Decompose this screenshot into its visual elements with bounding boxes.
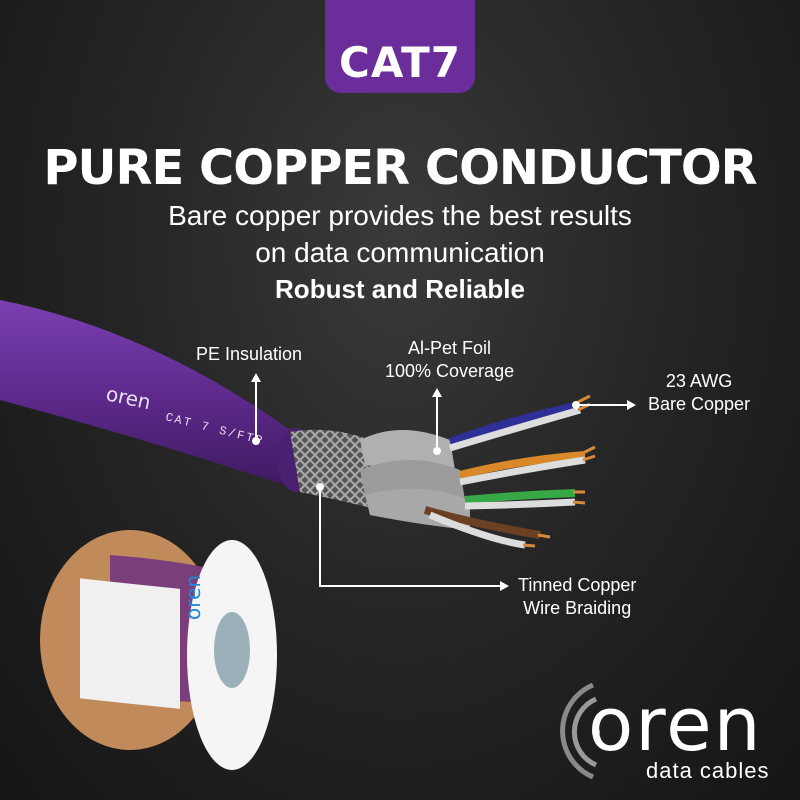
label-pe-insulation: PE Insulation (196, 344, 303, 364)
callout-dot (252, 437, 260, 445)
braid-line-1: Tinned Copper (518, 575, 637, 595)
callout-line (319, 585, 502, 587)
awg-line-2: Bare Copper (648, 394, 751, 414)
badge-label: CAT7 (339, 38, 461, 87)
arrow-up-icon (432, 388, 442, 397)
headline: PURE COPPER CONDUCTOR (43, 140, 757, 196)
label-braid: Tinned Copper Wire Braiding (518, 574, 636, 620)
label-foil: Al-Pet Foil 100% Coverage (385, 337, 514, 383)
reel-brand: oren (181, 575, 205, 620)
braid-line-2: Wire Braiding (523, 598, 632, 618)
arrow-right-icon (627, 400, 636, 410)
arrow-right-icon (500, 581, 509, 591)
callout-dot (433, 447, 441, 455)
callout-line (319, 490, 321, 586)
callout-dot (572, 401, 580, 409)
foil-line-1: Al-Pet Foil (408, 338, 492, 358)
cat7-badge: CAT7 (325, 0, 475, 93)
logo-brand: oren (588, 682, 763, 768)
callout-line (255, 380, 257, 440)
signal-arcs-icon (560, 682, 600, 780)
callout-line (436, 395, 438, 450)
foil-line-2: 100% Coverage (385, 361, 515, 381)
arrow-up-icon (251, 373, 261, 382)
subtitle-line-3: Robust and Reliable (275, 274, 525, 304)
callout-line (578, 404, 628, 406)
cable-reel: oren (40, 530, 277, 770)
awg-line-1: 23 AWG (665, 371, 733, 391)
label-awg: 23 AWG Bare Copper (648, 370, 750, 416)
oren-logo: oren data cables (538, 672, 788, 792)
subtitle-line-2: on data communication (255, 237, 545, 268)
callout-dot (316, 483, 324, 491)
logo-tagline: data cables (646, 758, 770, 783)
subtitle-line-1: Bare copper provides the best results (168, 200, 632, 231)
